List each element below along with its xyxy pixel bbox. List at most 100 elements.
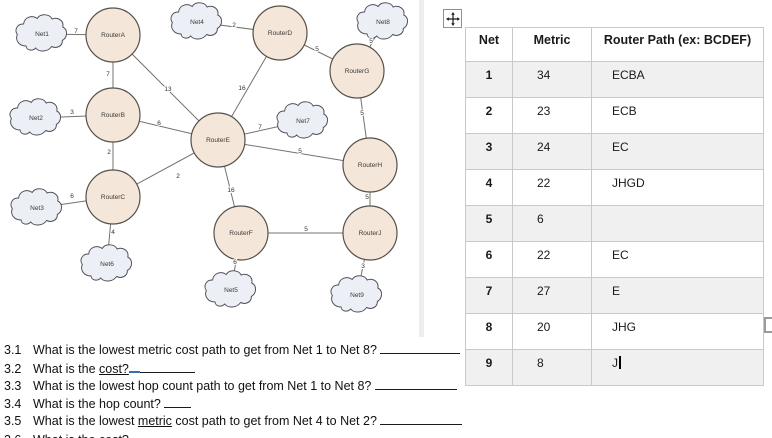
net-cell[interactable]: 1: [465, 61, 513, 98]
metric-cell[interactable]: 34: [512, 61, 592, 98]
path-cell[interactable]: ECB: [591, 97, 764, 134]
metric-cell[interactable]: 27: [512, 277, 592, 314]
node-label: Net1: [35, 31, 49, 38]
net-cell[interactable]: 8: [465, 313, 513, 350]
link-cost-label: 5: [365, 194, 369, 201]
net-cell[interactable]: 9: [465, 349, 513, 386]
network-cloud-net6[interactable]: Net6: [80, 244, 133, 282]
link-cost-label: 7: [106, 71, 110, 78]
answer-blank[interactable]: [374, 377, 457, 391]
router-node-routerb[interactable]: RouterB: [85, 87, 141, 143]
question-number: 3.6: [4, 433, 33, 438]
network-cloud-net7[interactable]: Net7: [276, 101, 329, 139]
path-cell[interactable]: [591, 205, 764, 242]
link-cost-label: 5: [304, 226, 308, 233]
network-cloud-net1[interactable]: Net1: [15, 14, 68, 52]
router-node-routerd[interactable]: RouterD: [252, 5, 308, 61]
link-cost-label: 2: [176, 173, 180, 180]
link-cost-label: 4: [111, 229, 115, 236]
link-cost-label: 5: [360, 110, 364, 117]
header-metric[interactable]: Metric: [512, 27, 592, 62]
node-label: RouterE: [206, 137, 231, 144]
network-cloud-net8[interactable]: Net8: [356, 2, 409, 40]
link-cost-label: 5: [298, 148, 302, 155]
node-label: RouterJ: [359, 230, 382, 237]
path-text: E: [612, 284, 621, 298]
router-node-routerg[interactable]: RouterG: [329, 43, 385, 99]
net-cell[interactable]: 7: [465, 277, 513, 314]
metric-cell[interactable]: 8: [512, 349, 592, 386]
router-circle-icon: [252, 5, 308, 61]
path-cell[interactable]: JHGD: [591, 169, 764, 206]
answer-blank[interactable]: [139, 360, 195, 373]
router-node-routerj[interactable]: RouterJ: [342, 205, 398, 261]
answer-blank[interactable]: [380, 412, 463, 426]
router-node-routerf[interactable]: RouterF: [213, 205, 269, 261]
net-cell[interactable]: 5: [465, 205, 513, 242]
link-cost-label: 7: [258, 124, 262, 131]
network-cloud-net5[interactable]: Net5: [204, 270, 257, 308]
network-cloud-net3[interactable]: Net3: [10, 188, 63, 226]
link-cost-label: 3: [70, 109, 74, 116]
path-cell[interactable]: EC: [591, 241, 764, 278]
node-label: RouterG: [345, 68, 370, 75]
link-cost-label: 13: [164, 86, 172, 93]
network-cloud-net2[interactable]: Net2: [9, 98, 62, 136]
node-label: Net4: [190, 19, 204, 26]
grammar-underline: [128, 359, 140, 373]
table-move-handle[interactable]: [443, 9, 462, 28]
answer-blank[interactable]: [380, 341, 461, 354]
router-node-routerc[interactable]: RouterC: [85, 169, 141, 225]
metric-cell[interactable]: 6: [512, 205, 592, 242]
node-label: Net8: [376, 19, 390, 26]
net-cell[interactable]: 2: [465, 97, 513, 134]
net-cell[interactable]: 4: [465, 169, 513, 206]
path-cell[interactable]: EC: [591, 133, 764, 170]
link-cost-label: 3: [361, 263, 365, 270]
network-cloud-net4[interactable]: Net4: [170, 2, 223, 40]
question-text: What is the: [33, 433, 99, 438]
link-cost-label: 2: [107, 149, 111, 156]
path-text: EC: [612, 140, 629, 154]
metric-cell[interactable]: 20: [512, 313, 592, 350]
header-net[interactable]: Net: [465, 27, 513, 62]
link-cost-label: 5: [315, 46, 319, 53]
table-resize-handle[interactable]: [764, 317, 772, 333]
path-cell[interactable]: JHG: [591, 313, 764, 350]
net-cell[interactable]: 3: [465, 133, 513, 170]
router-node-routere[interactable]: RouterE: [190, 112, 246, 168]
question-text: What is the lowest: [33, 414, 138, 429]
diagram-frame-edge: [419, 0, 424, 337]
answer-blank[interactable]: [164, 395, 192, 408]
node-label: RouterC: [101, 194, 126, 201]
question-number: 3.5: [4, 414, 22, 429]
path-cell[interactable]: J: [591, 349, 764, 386]
metric-cell[interactable]: 22: [512, 169, 592, 206]
question-text: What is the lowest hop count path to get…: [33, 379, 375, 394]
router-node-routerh[interactable]: RouterH: [342, 137, 398, 193]
metric-cell[interactable]: 22: [512, 241, 592, 278]
net-cell[interactable]: 6: [465, 241, 513, 278]
header-router-path[interactable]: Router Path (ex: BCDEF): [591, 27, 764, 62]
metric-cell[interactable]: 24: [512, 133, 592, 170]
path-cell[interactable]: E: [591, 277, 764, 314]
answer-blank[interactable]: [140, 431, 188, 438]
path-cell[interactable]: ECBA: [591, 61, 764, 98]
router-circle-icon: [342, 205, 398, 261]
router-node-routera[interactable]: RouterA: [85, 7, 141, 63]
link-cost-label: 6: [233, 259, 237, 266]
network-cloud-net9[interactable]: Net9: [330, 275, 383, 313]
grammar-underline: [129, 430, 140, 438]
metric-cell[interactable]: 23: [512, 97, 592, 134]
question-number: 3.2: [4, 361, 22, 376]
node-label: Net7: [296, 118, 310, 125]
node-label: RouterH: [358, 162, 383, 169]
link-cost-label: 2: [232, 22, 236, 29]
node-label: Net2: [29, 115, 43, 122]
